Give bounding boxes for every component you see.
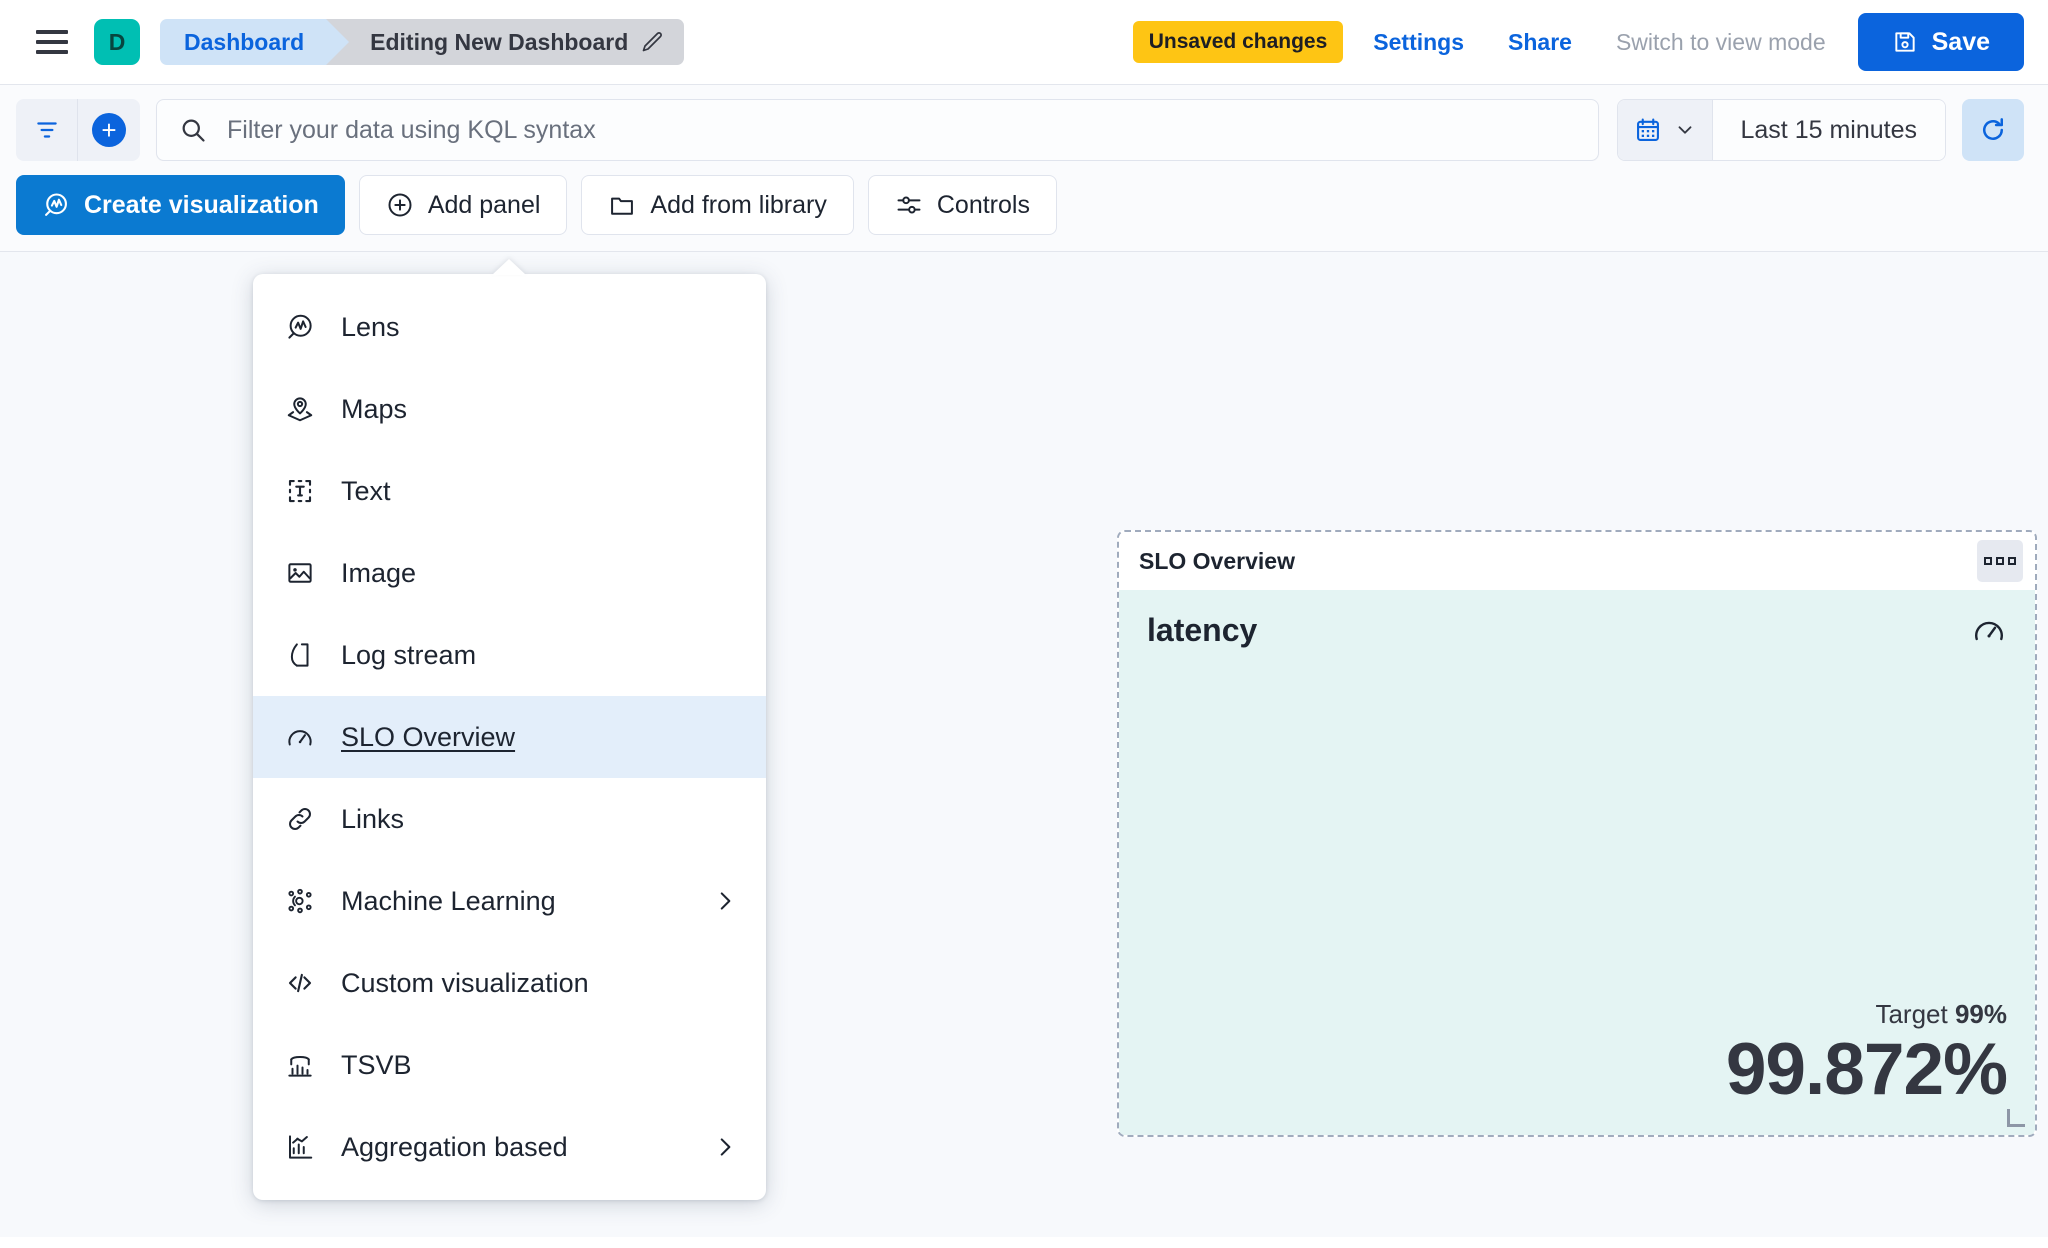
menu-item-label: Log stream: [341, 639, 477, 670]
menu-item-links[interactable]: Links: [253, 778, 766, 860]
panel-title[interactable]: SLO Overview: [1139, 547, 1295, 574]
slo-body-top: latency: [1147, 612, 2007, 653]
breadcrumb-dashboard[interactable]: Dashboard: [160, 19, 350, 65]
slo-current-value: 99.872%: [1725, 1029, 2008, 1111]
machine-learning-icon: [283, 884, 317, 918]
controls-label: Controls: [936, 190, 1030, 219]
panel-options-icon[interactable]: [1977, 540, 2023, 582]
add-filter-button[interactable]: +: [78, 99, 140, 161]
panel-resize-handle[interactable]: [2007, 1109, 2025, 1127]
slo-target-label: Target: [1875, 999, 1948, 1030]
search-icon: [179, 116, 207, 144]
breadcrumb: Dashboard Editing New Dashboard: [160, 19, 685, 65]
menu-item-label: SLO Overview: [341, 721, 516, 752]
slo-target: Target 99%: [1147, 999, 2007, 1030]
save-button-label: Save: [1931, 27, 1990, 56]
slo-panel-body: latency Target 99% 99.872%: [1119, 590, 2035, 1135]
code-brackets-icon: [283, 966, 317, 1000]
add-from-library-label: Add from library: [650, 190, 827, 219]
slo-overview-panel[interactable]: SLO Overview latency Target 99: [1117, 530, 2037, 1137]
menu-item-label: Custom visualization: [341, 967, 589, 998]
menu-item-label: Aggregation based: [341, 1131, 568, 1162]
menu-item-label: Image: [341, 557, 417, 588]
aggregation-chart-icon: [283, 1130, 317, 1164]
date-range-value[interactable]: Last 15 minutes: [1712, 100, 1945, 160]
menu-item-custom-visualization[interactable]: Custom visualization: [253, 942, 766, 1024]
menu-item-label: TSVB: [341, 1049, 412, 1080]
gauge-icon: [283, 720, 317, 754]
add-panel-label: Add panel: [427, 190, 541, 219]
create-visualization-button[interactable]: Create visualization: [16, 175, 345, 235]
link-chain-icon: [283, 802, 317, 836]
save-button[interactable]: Save: [1857, 13, 2024, 71]
add-from-library-button[interactable]: Add from library: [581, 175, 854, 235]
log-stream-icon: [283, 638, 317, 672]
menu-item-label: Maps: [341, 393, 408, 424]
calendar-icon: [1634, 116, 1662, 144]
space-avatar[interactable]: D: [94, 19, 140, 65]
menu-item-aggregation-based[interactable]: Aggregation based: [253, 1106, 766, 1188]
unsaved-changes-badge[interactable]: Unsaved changes: [1132, 21, 1344, 63]
slo-target-value: 99%: [1954, 999, 2007, 1030]
chevron-right-icon: [712, 888, 738, 914]
lens-icon: [42, 191, 70, 219]
menu-item-tsvb[interactable]: TSVB: [253, 1024, 766, 1106]
menu-item-image[interactable]: Image: [253, 532, 766, 614]
controls-sliders-icon: [895, 191, 923, 219]
switch-to-view-mode-link[interactable]: Switch to view mode: [1615, 28, 1826, 55]
share-link[interactable]: Share: [1508, 28, 1572, 55]
refresh-icon[interactable]: [1962, 99, 2024, 161]
menu-item-log-stream[interactable]: Log stream: [253, 614, 766, 696]
add-panel-menu: Lens Maps Text: [253, 274, 766, 1200]
menu-item-machine-learning[interactable]: Machine Learning: [253, 860, 766, 942]
add-panel-button[interactable]: Add panel: [358, 175, 568, 235]
filter-icon[interactable]: [16, 99, 78, 161]
top-nav-actions: Unsaved changes Settings Share Switch to…: [1132, 13, 2024, 71]
menu-item-label: Text: [341, 475, 391, 506]
top-navigation-bar: D Dashboard Editing New Dashboard Unsave…: [0, 0, 2048, 84]
controls-button[interactable]: Controls: [867, 175, 1057, 235]
breadcrumb-editing-label: Editing New Dashboard: [370, 28, 629, 55]
chevron-right-icon: [712, 1134, 738, 1160]
pencil-icon[interactable]: [640, 30, 664, 54]
search-input[interactable]: Filter your data using KQL syntax: [156, 99, 1599, 161]
menu-item-maps[interactable]: Maps: [253, 368, 766, 450]
text-box-icon: [283, 474, 317, 508]
plus-circle-outline-icon: [386, 191, 414, 219]
dashboard-canvas: Lens Maps Text: [0, 252, 2048, 1237]
settings-link[interactable]: Settings: [1373, 28, 1465, 55]
gauge-icon: [1971, 612, 2007, 653]
filter-button-group: +: [16, 99, 140, 161]
tsvb-bars-icon: [283, 1048, 317, 1082]
maps-pin-icon: [283, 392, 317, 426]
menu-item-label: Lens: [341, 311, 400, 342]
hamburger-menu-icon[interactable]: [30, 20, 74, 64]
image-icon: [283, 556, 317, 590]
query-bar: + Filter your data using KQL syntax: [0, 84, 2048, 161]
menu-item-slo-overview[interactable]: SLO Overview: [253, 696, 766, 778]
plus-circle-icon: +: [92, 113, 126, 147]
lens-icon: [283, 310, 317, 344]
folder-icon: [608, 191, 636, 219]
calendar-quick-select-button[interactable]: [1617, 100, 1713, 160]
slo-body-bottom: Target 99% 99.872%: [1147, 999, 2008, 1111]
panel-header: SLO Overview: [1119, 532, 2035, 590]
breadcrumb-editing-dashboard[interactable]: Editing New Dashboard: [326, 19, 685, 65]
dashboard-edit-toolbar: Create visualization Add panel Add from …: [0, 161, 2048, 252]
breadcrumb-dashboard-label: Dashboard: [184, 28, 305, 55]
menu-item-label: Machine Learning: [341, 885, 556, 916]
date-range-picker: Last 15 minutes: [1616, 99, 1946, 161]
menu-item-lens[interactable]: Lens: [253, 286, 766, 368]
save-disk-icon: [1892, 29, 1918, 55]
slo-metric-name: latency: [1147, 612, 1258, 648]
chevron-down-icon: [1674, 119, 1696, 141]
menu-item-text[interactable]: Text: [253, 450, 766, 532]
search-input-placeholder: Filter your data using KQL syntax: [227, 115, 596, 144]
menu-item-label: Links: [341, 803, 405, 834]
create-visualization-label: Create visualization: [84, 190, 319, 219]
